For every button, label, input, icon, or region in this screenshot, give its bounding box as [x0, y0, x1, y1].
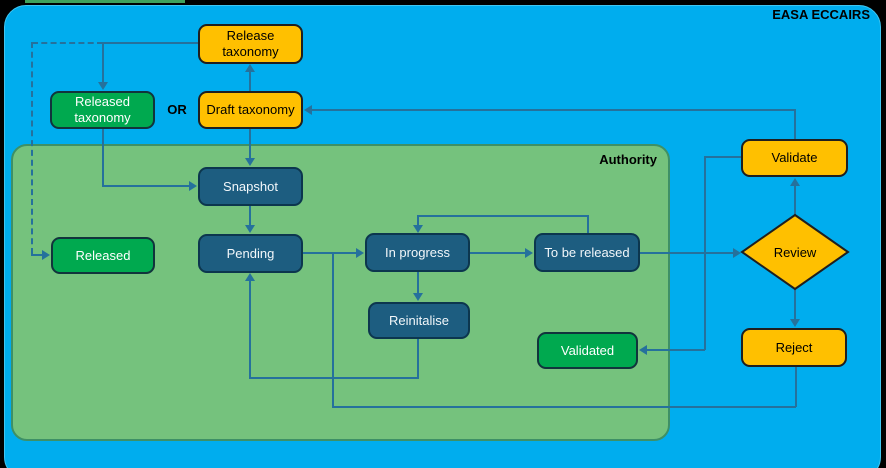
arrowhead-into-reinitalise-top [413, 293, 423, 301]
node-released: Released [51, 237, 155, 274]
edge-released-taxonomy-to-snapshot [102, 129, 104, 187]
arrowhead-into-reject-top [790, 319, 800, 327]
edge-to-be-released-to-in-progress [417, 215, 588, 217]
edge-to-be-released-to-in-progress [587, 215, 589, 234]
edge-in-progress-to-reinitalise [417, 271, 419, 294]
edge-reinitalise-to-pending [417, 339, 419, 379]
edge-released-taxonomy-to-snapshot [102, 185, 190, 187]
edge-reject-to-in-progress [332, 252, 334, 408]
top-edge-sliver [25, 0, 185, 3]
edge-pending-to-in-progress [303, 252, 357, 254]
edge-to-be-released-to-in-progress [417, 215, 419, 226]
arrowhead-into-review-left [733, 248, 741, 258]
edge-validate-to-draft-taxonomy [794, 109, 796, 140]
arrowhead-into-draft-taxonomy-right [304, 105, 312, 115]
arrowhead-into-to-be-released-left [525, 248, 533, 258]
node-to-be-released: To be released [534, 233, 640, 272]
arrowhead-into-in-progress-left [356, 248, 364, 258]
arrowhead-into-released [42, 250, 50, 260]
brand-text: EASA ECCAIRS [772, 7, 870, 22]
edge-validate-to-validated [704, 156, 706, 350]
node-validate: Validate [741, 139, 848, 177]
arrowhead-into-pending-bottom [245, 273, 255, 281]
arrowhead-into-validated-right [639, 345, 647, 355]
review-diamond-label: Review [773, 244, 817, 260]
edge-snapshot-to-pending [249, 206, 251, 226]
edge-validate-to-draft-taxonomy [311, 109, 795, 111]
review-diamond-shape [740, 213, 850, 291]
edge-in-progress-to-to-be-released [470, 252, 526, 254]
arrowhead-into-snapshot-left [189, 181, 197, 191]
node-in-progress: In progress [365, 233, 470, 272]
edge-reinitalise-to-pending [249, 377, 419, 379]
arrowhead-into-released-taxonomy [98, 82, 108, 90]
edge-reject-to-in-progress [795, 366, 797, 407]
node-reinitalise: Reinitalise [368, 302, 470, 339]
edge-validate-to-validated [704, 156, 741, 158]
edge-release-taxonomy-to-released-dashed [31, 254, 43, 256]
node-validated: Validated [537, 332, 638, 369]
edge-reject-to-in-progress [332, 406, 796, 408]
edge-to-be-released-to-review [639, 252, 734, 254]
authority-region: Authority [11, 144, 670, 441]
edge-release-taxonomy-to-released-taxonomy [103, 42, 198, 44]
arrowhead-into-snapshot-top [245, 158, 255, 166]
node-review: Review [740, 213, 850, 291]
node-pending: Pending [198, 234, 303, 273]
arrowhead-into-validate-bottom [790, 178, 800, 186]
edge-draft-taxonomy-to-release-taxonomy [249, 70, 251, 91]
edge-review-to-validate [794, 185, 796, 215]
or-label: OR [167, 102, 187, 117]
arrowhead-into-in-progress-top [413, 225, 423, 233]
edge-validate-to-validated [646, 349, 705, 351]
node-draft-taxonomy: Draft taxonomy [198, 91, 303, 129]
edge-draft-taxonomy-to-snapshot [249, 129, 251, 159]
authority-region-label: Authority [599, 152, 657, 167]
node-released-taxonomy: Released taxonomy [50, 91, 155, 129]
arrowhead-into-pending-top [245, 225, 255, 233]
edge-release-taxonomy-to-released-dashed [31, 42, 33, 254]
node-reject: Reject [741, 328, 847, 367]
node-release-taxonomy: Release taxonomy [198, 24, 303, 64]
arrowhead-into-release-taxonomy [245, 64, 255, 72]
edge-review-to-reject [794, 289, 796, 319]
edge-release-taxonomy-to-released-dashed [32, 42, 103, 44]
node-snapshot: Snapshot [198, 167, 303, 206]
edge-release-taxonomy-to-released-taxonomy [102, 42, 104, 82]
edge-reinitalise-to-pending [249, 281, 251, 379]
